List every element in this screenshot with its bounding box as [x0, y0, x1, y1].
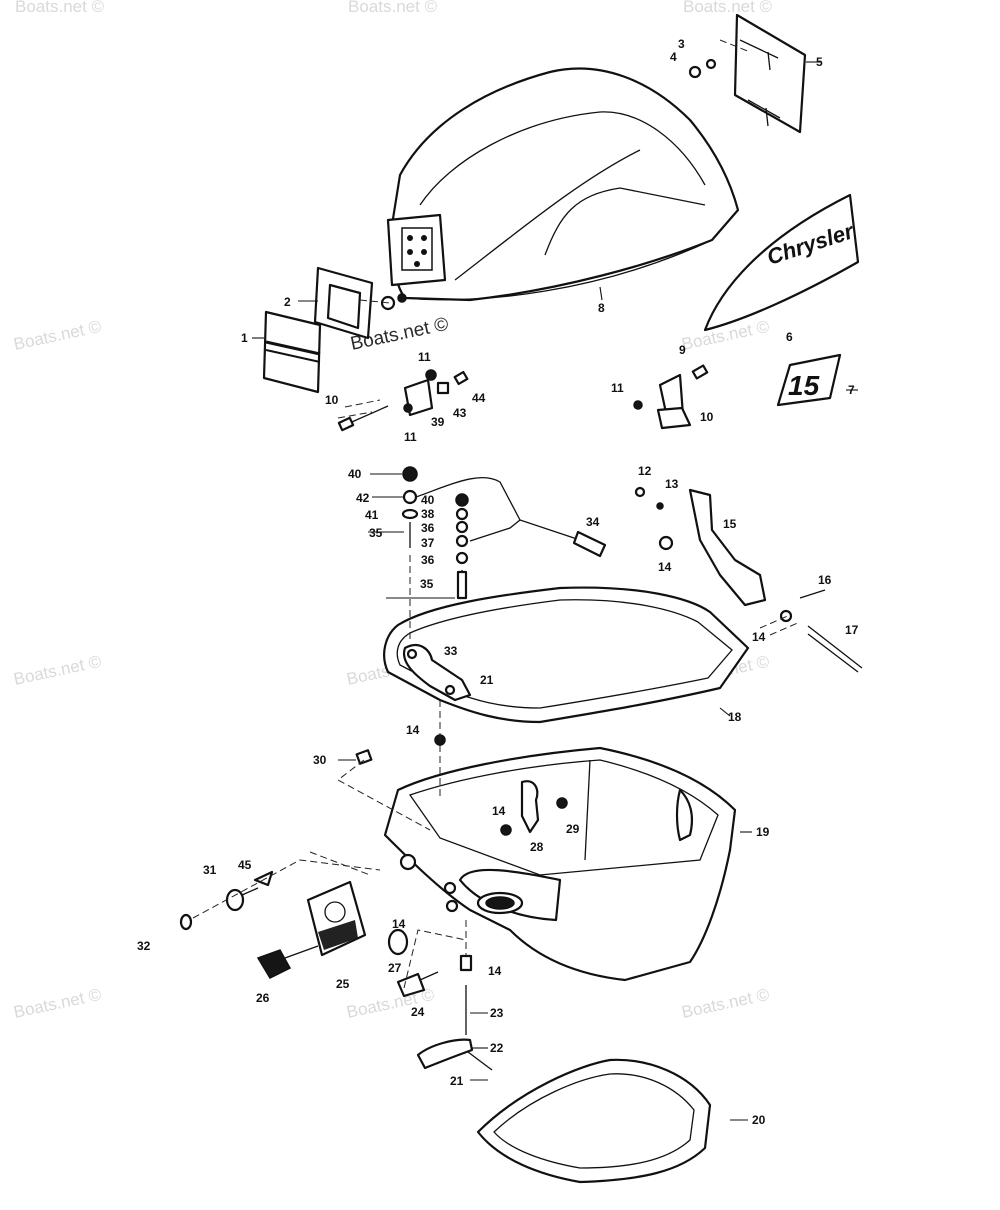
callout-24: 24: [411, 1005, 425, 1019]
callout-14: 14: [392, 917, 406, 931]
callout-3: 3: [678, 37, 685, 51]
callout-21: 21: [450, 1074, 464, 1088]
fitting: [396, 972, 426, 998]
callout-25: 25: [336, 977, 350, 991]
nut: [688, 65, 702, 79]
callout-42: 42: [356, 491, 370, 505]
callout-44: 44: [472, 391, 486, 405]
lever-arm: [402, 644, 472, 702]
callout-14: 14: [488, 964, 502, 978]
lower-cowl: [383, 746, 737, 982]
leader-lines: [252, 61, 858, 1121]
hp-decal-text: 15: [788, 370, 820, 401]
callout-13: 13: [665, 477, 679, 491]
callout-labels: 1 2 3 4 5 6 7 8 9 10 10 11 11 11 12 13 1…: [137, 37, 859, 1127]
upper-cowl: Boats.net ©: [349, 67, 740, 355]
callout-19: 19: [756, 825, 770, 839]
callout-23: 23: [490, 1006, 504, 1020]
callout-8: 8: [598, 301, 605, 315]
callout-22: 22: [490, 1041, 504, 1055]
cowl-bracket-right: [633, 364, 709, 430]
callout-2: 2: [284, 295, 291, 309]
callout-27: 27: [388, 961, 402, 975]
callout-18: 18: [728, 710, 742, 724]
choke-knob: [256, 949, 292, 979]
bracket: [520, 780, 540, 834]
watermark: Boats.net ©: [12, 985, 104, 1022]
callout-10: 10: [325, 393, 339, 407]
watermark: Boats.net ©: [348, 0, 438, 16]
callout-37: 37: [421, 536, 435, 550]
callout-45: 45: [238, 858, 252, 872]
callout-5: 5: [816, 55, 823, 69]
callout-11: 11: [418, 350, 431, 364]
rear-bracket-plate: [733, 13, 807, 134]
shift-linkage: [634, 486, 863, 673]
callout-21: 21: [480, 673, 494, 687]
callout-1: 1: [241, 331, 248, 345]
callout-17: 17: [845, 623, 859, 637]
watermark: Boats.net ©: [683, 0, 773, 16]
callout-43: 43: [453, 406, 467, 420]
callout-14: 14: [752, 630, 766, 644]
knob-assembly: [179, 870, 274, 931]
callout-7: 7: [848, 383, 855, 397]
grommet: [387, 928, 409, 956]
callout-40: 40: [348, 467, 362, 481]
washer: [705, 58, 717, 70]
screw: [355, 749, 373, 765]
callout-41: 41: [365, 508, 379, 522]
callout-29: 29: [566, 822, 580, 836]
callout-36: 36: [421, 521, 435, 535]
name-plate-decal: [262, 310, 322, 394]
callout-39: 39: [431, 415, 445, 429]
nut: [556, 797, 568, 809]
callout-6: 6: [786, 330, 793, 344]
callout-32: 32: [137, 939, 151, 953]
lever: [416, 954, 493, 1071]
callout-14: 14: [658, 560, 672, 574]
callout-14: 14: [406, 723, 420, 737]
assembly-lines: [192, 39, 801, 989]
nut: [500, 824, 512, 836]
bottom-seal: [476, 1058, 712, 1184]
throttle-linkage: [401, 466, 607, 600]
watermark: Boats.net ©: [680, 985, 772, 1022]
callout-28: 28: [530, 840, 544, 854]
choke-decal: [306, 880, 367, 957]
callout-31: 31: [203, 863, 217, 877]
callout-15: 15: [723, 517, 737, 531]
callout-30: 30: [313, 753, 327, 767]
callout-11: 11: [404, 430, 417, 444]
callout-12: 12: [638, 464, 652, 478]
callout-34: 34: [586, 515, 600, 529]
hp-decal: 15: [776, 353, 842, 407]
callout-16: 16: [818, 573, 832, 587]
cowl-seal: [383, 586, 750, 724]
callout-26: 26: [256, 991, 270, 1005]
callout-9: 9: [679, 343, 686, 357]
callout-14: 14: [492, 804, 506, 818]
callout-38: 38: [421, 507, 435, 521]
callout-11: 11: [611, 381, 624, 395]
callout-40: 40: [421, 493, 435, 507]
callout-35: 35: [420, 577, 434, 591]
callout-36: 36: [421, 553, 435, 567]
callout-4: 4: [670, 50, 677, 64]
callout-10: 10: [700, 410, 714, 424]
callout-33: 33: [444, 644, 458, 658]
latch-plate: [313, 266, 407, 340]
cowl-bracket-left: [337, 369, 469, 432]
watermark: Boats.net ©: [12, 652, 104, 689]
callout-20: 20: [752, 1113, 766, 1127]
watermark: Boats.net ©: [15, 0, 105, 16]
watermark: Boats.net ©: [12, 317, 104, 354]
side-decal: Chrysler: [703, 193, 860, 332]
callout-35: 35: [369, 526, 383, 540]
